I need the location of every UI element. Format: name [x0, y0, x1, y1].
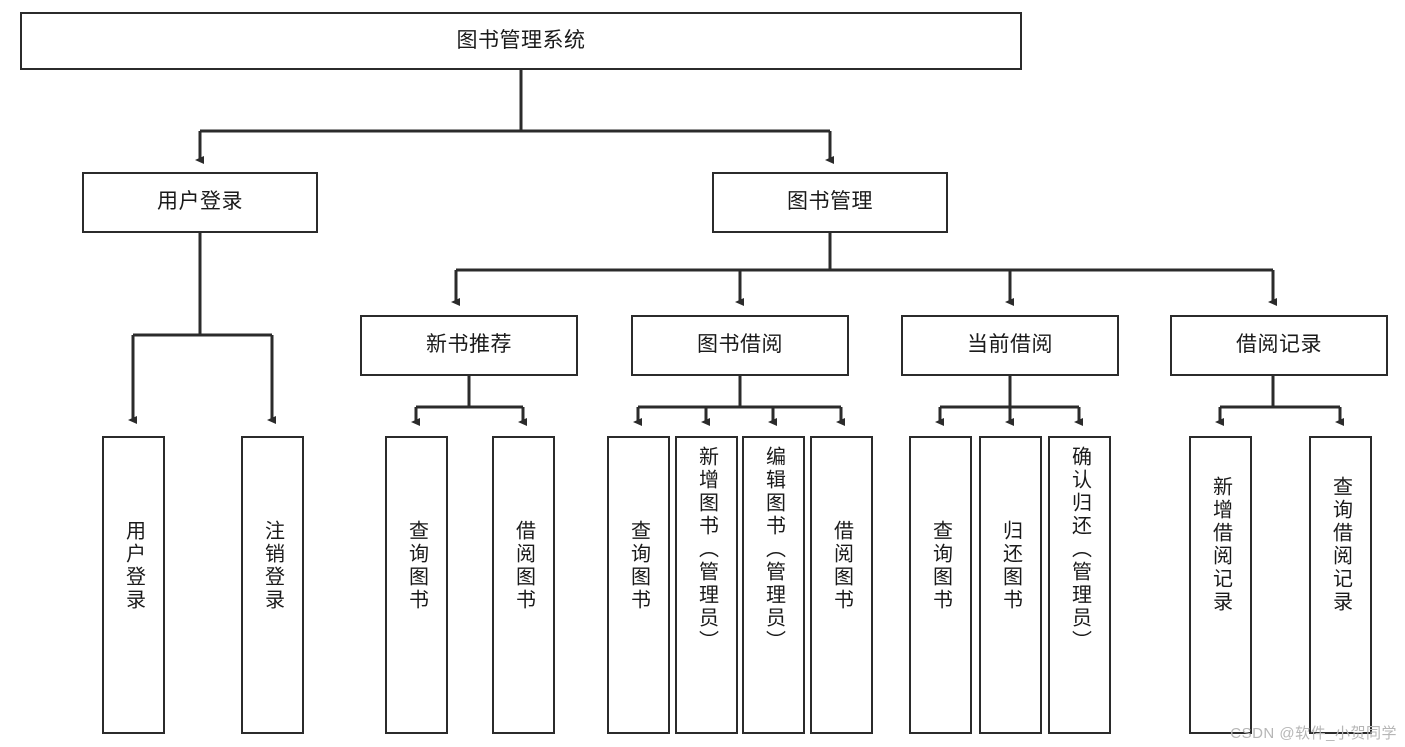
node-leaf-edit-book[interactable]: 编辑图书（管理员）	[742, 436, 805, 734]
node-leaf-user-login[interactable]: 用户登录	[102, 436, 165, 734]
node-label: 查询图书	[405, 520, 428, 612]
connector-group-new-book-recommend	[411, 376, 527, 426]
node-label: 当前借阅	[967, 333, 1053, 357]
connector-group-current-borrow	[935, 376, 1083, 426]
node-current-borrow[interactable]: 当前借阅	[901, 315, 1119, 376]
node-leaf-query-record[interactable]: 查询借阅记录	[1309, 436, 1372, 734]
connector-group-book-borrow	[633, 376, 845, 426]
node-label: 借阅图书	[512, 520, 535, 612]
connector-group-root	[195, 70, 834, 164]
watermark-text: CSDN @软件_小贺同学	[1230, 725, 1397, 742]
node-leaf-confirm-return[interactable]: 确认归还（管理员）	[1048, 436, 1111, 734]
node-book-manage[interactable]: 图书管理	[712, 172, 948, 233]
node-label: 新书推荐	[426, 333, 512, 357]
node-root-book-management-system[interactable]: 图书管理系统	[20, 12, 1022, 70]
node-label: 编辑图书（管理员）	[762, 446, 785, 653]
node-leaf-user-logout[interactable]: 注销登录	[241, 436, 304, 734]
node-leaf-borrow-book-2[interactable]: 借阅图书	[810, 436, 873, 734]
connector-group-borrow-record	[1215, 376, 1344, 426]
node-label: 确认归还（管理员）	[1068, 446, 1091, 653]
node-leaf-return-book[interactable]: 归还图书	[979, 436, 1042, 734]
node-label: 查询借阅记录	[1329, 476, 1352, 614]
node-user-login[interactable]: 用户登录	[82, 172, 318, 233]
node-label: 查询图书	[929, 520, 952, 612]
node-label: 归还图书	[999, 520, 1022, 612]
node-label: 图书管理系统	[456, 28, 586, 52]
node-leaf-query-book-2[interactable]: 查询图书	[607, 436, 670, 734]
node-label: 借阅图书	[830, 520, 853, 612]
node-leaf-query-book-1[interactable]: 查询图书	[385, 436, 448, 734]
node-leaf-add-record[interactable]: 新增借阅记录	[1189, 436, 1252, 734]
node-new-book-recommend[interactable]: 新书推荐	[360, 315, 578, 376]
node-label: 图书借阅	[697, 333, 783, 357]
node-label: 新增借阅记录	[1209, 476, 1232, 614]
node-leaf-borrow-book-1[interactable]: 借阅图书	[492, 436, 555, 734]
node-book-borrow[interactable]: 图书借阅	[631, 315, 849, 376]
node-leaf-add-book[interactable]: 新增图书（管理员）	[675, 436, 738, 734]
node-label: 查询图书	[627, 520, 650, 612]
node-label: 注销登录	[261, 520, 284, 612]
connector-group-user-login	[128, 233, 276, 424]
node-label: 新增图书（管理员）	[695, 446, 718, 653]
node-leaf-query-book-3[interactable]: 查询图书	[909, 436, 972, 734]
node-label: 借阅记录	[1236, 333, 1322, 357]
node-label: 用户登录	[122, 520, 145, 612]
node-label: 图书管理	[787, 190, 873, 214]
connector-group-book-manage	[451, 233, 1277, 306]
node-borrow-record[interactable]: 借阅记录	[1170, 315, 1388, 376]
node-label: 用户登录	[157, 190, 243, 214]
